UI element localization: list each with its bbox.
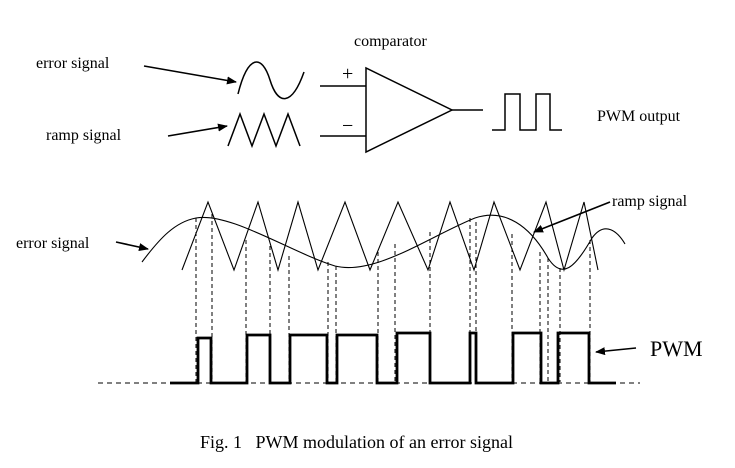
figure-caption: Fig. 1 PWM modulation of an error signal — [200, 432, 513, 452]
error-signal-sine-top — [237, 61, 305, 100]
error-signal-arrow-top — [143, 65, 237, 85]
ramp-signal-label-bottom: ramp signal — [612, 193, 688, 210]
ramp-signal-triangle — [181, 200, 599, 273]
error-signal-arrow-bottom — [115, 241, 149, 251]
pwm-label: PWM — [650, 336, 703, 361]
plus-sign: + — [342, 63, 353, 85]
ramp-signal-arrow-top — [167, 123, 228, 137]
ramp-signal-label-top: ramp signal — [46, 127, 122, 144]
comparator-triangle — [365, 66, 454, 154]
pwm-arrow — [595, 347, 637, 356]
comparator-label: comparator — [354, 33, 428, 50]
pwm-output-label: PWM output — [597, 108, 681, 125]
error-signal-curve — [141, 214, 626, 270]
error-signal-label-bottom: error signal — [16, 235, 90, 252]
minus-sign: − — [342, 115, 353, 137]
ramp-signal-triangle-top — [227, 111, 301, 149]
intersection-dashed-lines — [195, 214, 591, 382]
error-signal-label-top: error signal — [36, 55, 110, 72]
ramp-signal-arrow-bottom — [533, 201, 611, 233]
pwm-output-square-wave — [492, 93, 562, 131]
pwm-pulse-train — [170, 331, 616, 385]
